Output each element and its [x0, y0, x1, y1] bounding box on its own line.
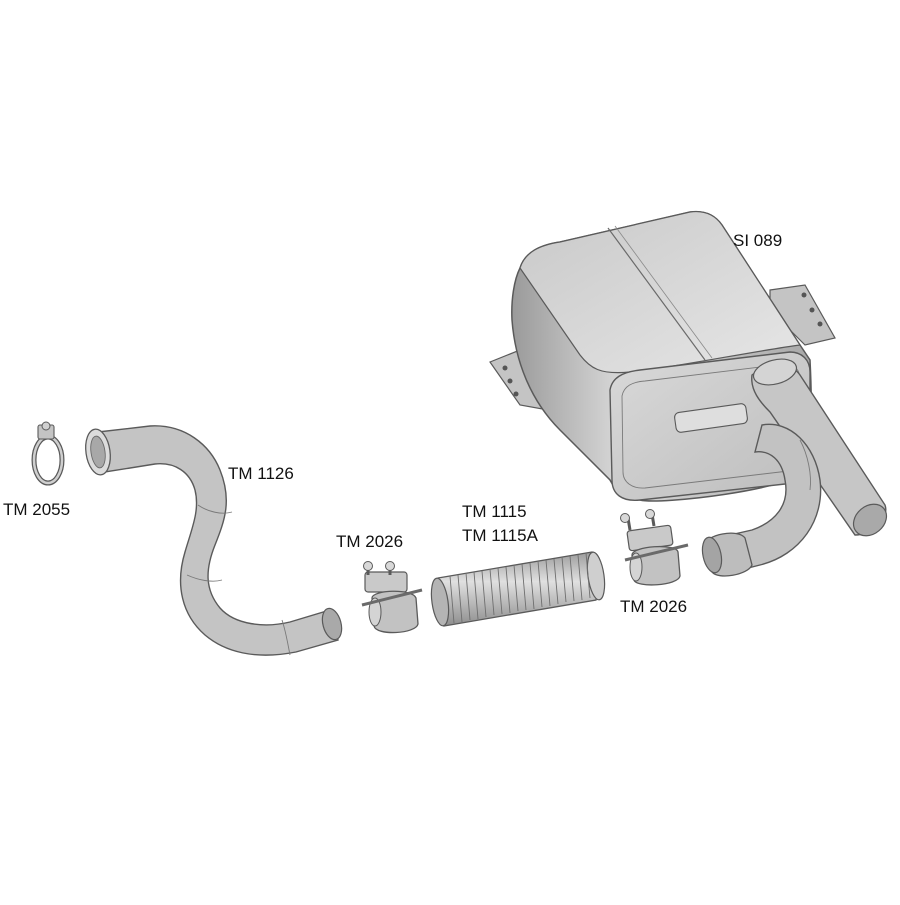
tailpipe-joint-line	[186, 574, 223, 582]
muffler-outlet-end	[852, 503, 888, 537]
clamp-left-band-end	[368, 597, 382, 627]
pipe-coupling-end	[701, 536, 723, 574]
label-flex-pipe-2: TM 1115A	[462, 526, 538, 545]
clamp-right-band-end	[629, 552, 643, 582]
label-flex-pipe-1: TM 1115	[462, 502, 527, 521]
u-bolt-clamp-right	[620, 509, 689, 586]
muffler-bent-pipe	[729, 423, 822, 571]
clamp-left-rod	[361, 588, 423, 607]
bracket-hole	[817, 321, 823, 327]
flexible-pipe-corrugations	[449, 552, 591, 624]
flexible-pipe	[430, 551, 606, 627]
clamp-left-saddle	[364, 571, 408, 593]
muffler-outlet-collar	[752, 358, 798, 386]
label-hose-clamp: TM 2055	[3, 500, 71, 519]
tailpipe-joint-line	[281, 619, 291, 656]
muffler	[489, 210, 888, 577]
tailpipe	[85, 425, 343, 656]
flexible-pipe-body	[437, 551, 603, 627]
bracket-hole	[809, 307, 815, 313]
hose-clamp-screw	[41, 421, 51, 431]
bracket-hole	[502, 365, 508, 371]
muffler-top	[519, 210, 802, 374]
tailpipe-outlet-end	[321, 607, 343, 641]
pipe-joint-line	[799, 439, 811, 491]
hose-clamp-ring-highlight	[32, 435, 64, 485]
bracket-hole	[507, 378, 513, 384]
hose-clamp	[31, 421, 65, 486]
clamp-left-nut	[385, 561, 395, 571]
label-muffler: SI 089	[733, 231, 783, 250]
tailpipe-joint-line	[197, 504, 233, 514]
clamp-right-nut	[645, 509, 655, 519]
flexible-pipe-end-left	[430, 577, 450, 627]
clamp-right-nut	[620, 513, 630, 523]
label-clamp-right: TM 2026	[620, 597, 688, 616]
tailpipe-body	[97, 425, 339, 656]
tailpipe-flared-end-inner	[90, 435, 106, 469]
label-clamp-left: TM 2026	[336, 532, 404, 551]
label-tailpipe: TM 1126	[228, 464, 294, 483]
muffler-seam	[607, 227, 706, 361]
clamp-right-rod	[624, 543, 689, 562]
clamp-left-nut	[363, 561, 373, 571]
bracket-hole	[801, 292, 807, 298]
muffler-label-plate	[674, 403, 748, 433]
clamp-left-band	[371, 590, 419, 634]
muffler-seam	[614, 225, 713, 359]
bracket-hole	[513, 391, 519, 397]
u-bolt-clamp-left	[361, 561, 423, 634]
